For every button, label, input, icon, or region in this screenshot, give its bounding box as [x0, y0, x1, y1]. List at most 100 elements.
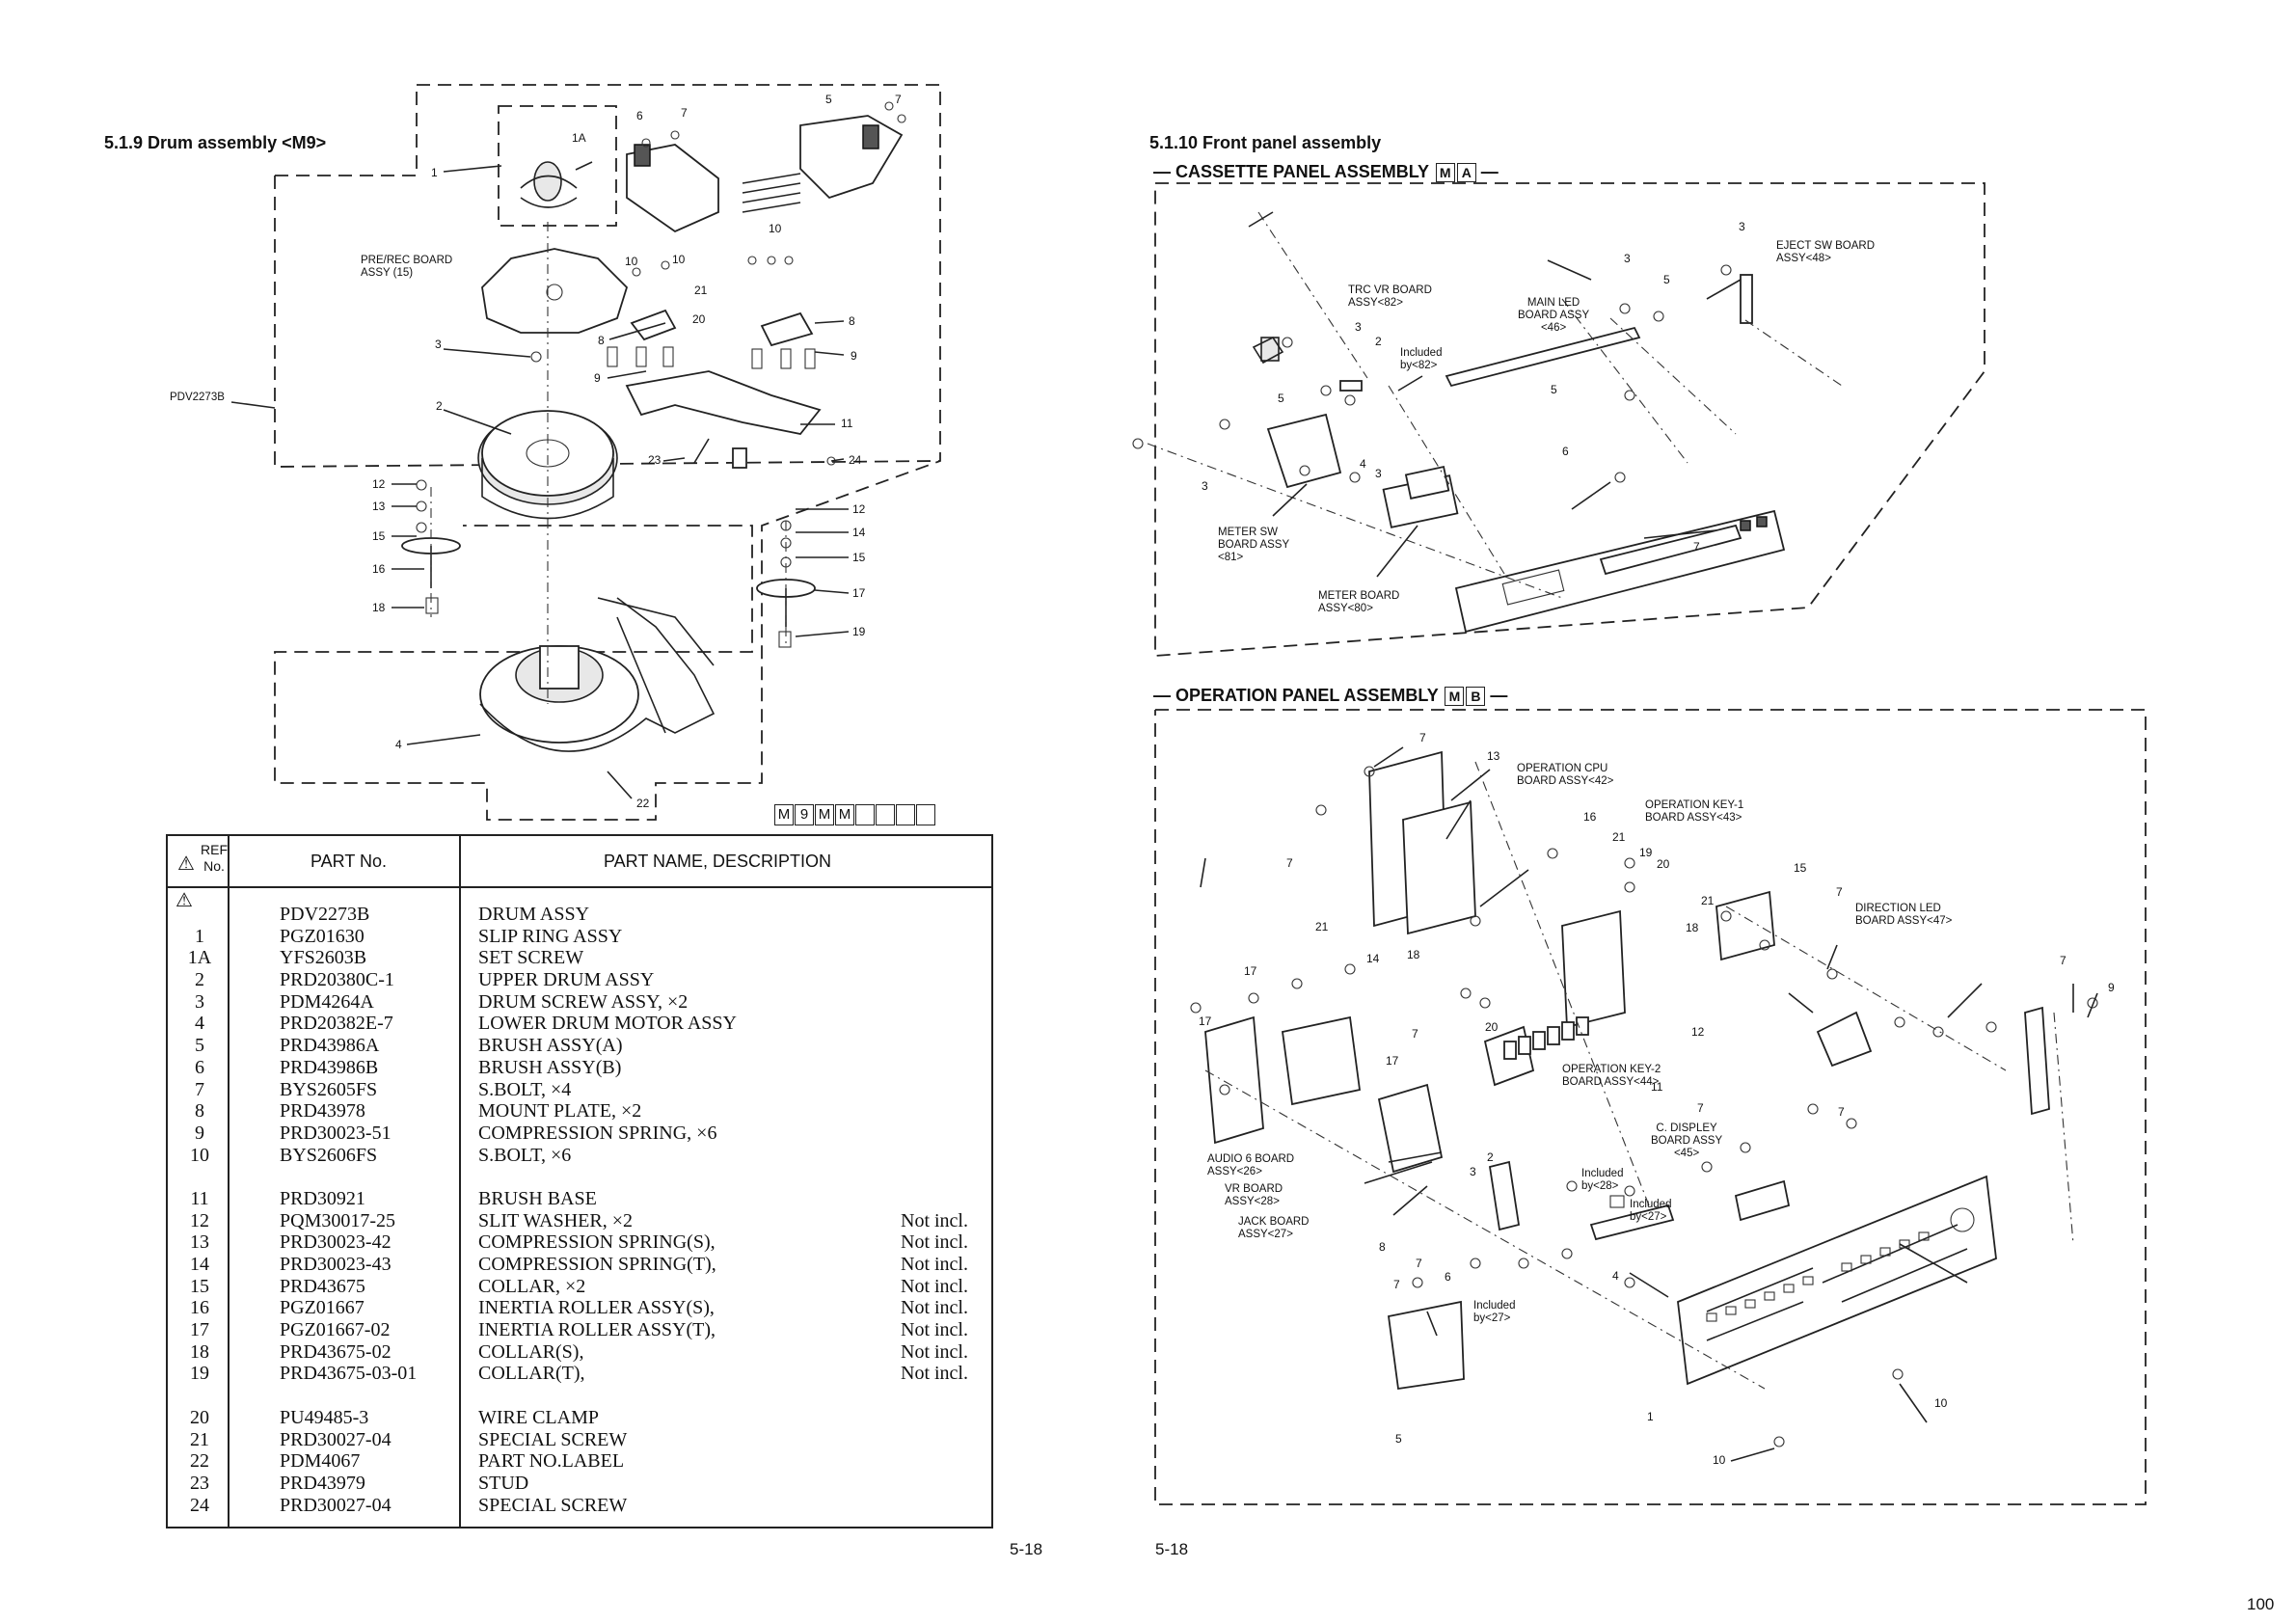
part-no-cell: PRD30023-43: [280, 1254, 392, 1275]
callout: 2: [436, 399, 443, 413]
badge-cell: B: [1466, 687, 1486, 707]
callout: 10: [625, 255, 638, 268]
badge-cell: [916, 804, 935, 825]
callout: 2: [1487, 1150, 1494, 1164]
callout: 17: [1386, 1054, 1399, 1068]
note-cell: Not incl.: [901, 1254, 968, 1275]
callout: 21: [1315, 920, 1329, 933]
description-cell: STUD: [478, 1472, 529, 1494]
description-cell: BRUSH ASSY(A): [478, 1035, 623, 1057]
callout: 10: [1934, 1396, 1948, 1410]
callout: 18: [372, 601, 386, 614]
badge-cell: M: [835, 804, 854, 825]
warning-icon: ⚠: [177, 853, 195, 875]
part-no-cell: BYS2605FS: [280, 1078, 378, 1100]
meter-sw-board-label: METER SW BOARD ASSY <81>: [1218, 527, 1290, 563]
ref-cell: 8: [195, 1100, 204, 1123]
callout: 3: [1375, 467, 1382, 480]
part-no-cell: PU49485-3: [280, 1406, 369, 1428]
part-no-cell: PRD20382E-7: [280, 1013, 393, 1035]
callout: 2: [1375, 335, 1382, 348]
meter-board-label: METER BOARD ASSY<80>: [1318, 590, 1400, 614]
ref-cell: 1A: [187, 947, 212, 969]
note-cell: Not incl.: [901, 1297, 968, 1319]
callout: 5: [1551, 383, 1557, 396]
description-cell: COLLAR(S),: [478, 1340, 584, 1363]
callout: 7: [1838, 1105, 1845, 1119]
description-cell: COLLAR(T),: [478, 1363, 585, 1385]
callout: 20: [692, 312, 706, 326]
description-cell: SET SCREW: [478, 947, 584, 969]
callout: 7: [1412, 1027, 1418, 1041]
callout: 5: [1395, 1432, 1402, 1446]
callout: 7: [1693, 540, 1700, 554]
ref-cell: 22: [190, 1450, 209, 1473]
callout: 13: [372, 500, 386, 513]
callout: 8: [1379, 1240, 1386, 1254]
ref-cell: 2: [195, 969, 204, 991]
ref-cell: 6: [195, 1056, 204, 1078]
page-number-right: 5-18: [1155, 1540, 1189, 1558]
included-by-82-label: Included by<82>: [1400, 347, 1443, 371]
operation-cpu-board-label: OPERATION CPU BOARD ASSY<42>: [1517, 763, 1614, 787]
description-cell: COMPRESSION SPRING(S),: [478, 1231, 716, 1254]
callout: 9: [2108, 981, 2115, 994]
front-panel-diagram: [1132, 182, 2147, 1505]
model-badge-cells: M 9 M M: [774, 804, 935, 825]
callout: 4: [1360, 457, 1366, 471]
callout: 22: [636, 797, 650, 810]
included-by-27-label: Included by<27>: [1473, 1300, 1516, 1324]
callout: 17: [1244, 964, 1257, 978]
ref-cell: 24: [190, 1494, 209, 1516]
part-no-cell: PDV2273B: [280, 904, 370, 925]
badge-cell: [896, 804, 915, 825]
note-cell: Not incl.: [901, 1275, 968, 1297]
callout: 6: [1562, 445, 1569, 458]
callout: 7: [1697, 1101, 1704, 1115]
callout: 1: [431, 166, 438, 179]
badge-cell: 9: [795, 804, 814, 825]
description-cell: COLLAR, ×2: [478, 1275, 586, 1297]
callout: 9: [594, 371, 601, 385]
part-no-cell: PRD43978: [280, 1100, 365, 1123]
callout: 18: [1407, 948, 1420, 961]
callout: 12: [1691, 1025, 1705, 1039]
callout: 7: [1836, 885, 1843, 899]
page-number-left: 5-18: [1010, 1540, 1043, 1558]
part-no-cell: PRD43675: [280, 1275, 365, 1297]
part-no-cell: PGZ01630: [280, 925, 365, 947]
callout: 5: [1663, 273, 1670, 286]
description-cell: DRUM SCREW ASSY, ×2: [478, 990, 689, 1013]
part-no-cell: PQM30017-25: [280, 1209, 396, 1231]
callout: 11: [1651, 1080, 1663, 1094]
badge-cell: [855, 804, 875, 825]
callout: 12: [852, 502, 866, 516]
ref-cell: 7: [195, 1078, 204, 1100]
callout: 7: [1286, 856, 1293, 870]
description-cell: SPECIAL SCREW: [478, 1428, 628, 1450]
description-cell: BRUSH BASE: [478, 1187, 597, 1209]
callout: 7: [681, 106, 688, 120]
callout: 7: [1416, 1257, 1422, 1270]
callout: 20: [1657, 857, 1670, 871]
part-no-cell: PGZ01667-02: [280, 1319, 391, 1341]
model-code-label: PDV2273B: [170, 392, 225, 403]
section-title-front-panel: 5.1.10 Front panel assembly: [1149, 133, 1382, 152]
description-cell: COMPRESSION SPRING, ×6: [478, 1122, 717, 1144]
callout: 7: [2060, 954, 2066, 967]
callout: 21: [694, 284, 708, 297]
warning-icon: ⚠: [176, 890, 193, 911]
